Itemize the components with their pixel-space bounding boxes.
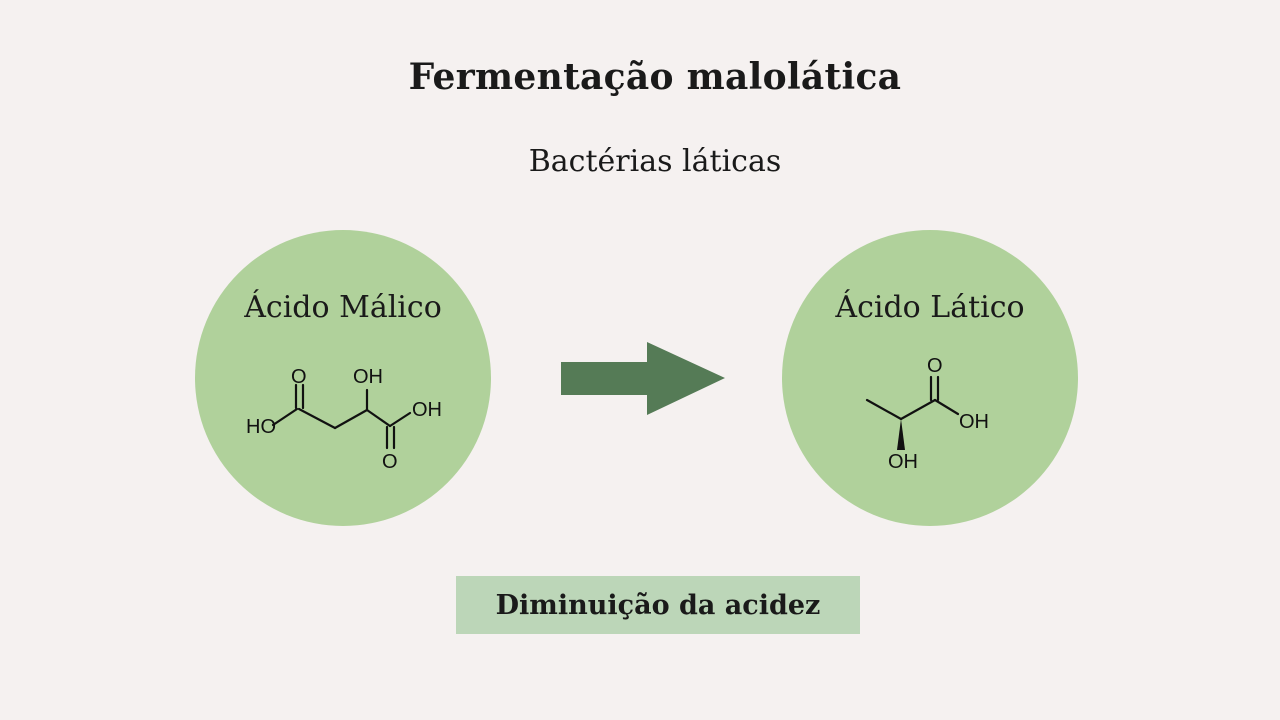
bond xyxy=(865,398,903,421)
lactic-acid-structure: O OH OH xyxy=(865,355,989,473)
bond xyxy=(297,407,337,430)
product-circle: Ácido Lático O OH OH xyxy=(782,230,1078,526)
bond xyxy=(899,398,937,421)
diagram-subtitle: Bactérias láticas xyxy=(528,144,782,179)
malic-acid-structure: O OH HO OH O xyxy=(246,366,442,473)
reactant-circle: Ácido Málico O OH HO OH O xyxy=(195,230,491,526)
atom-label: OH xyxy=(412,399,442,421)
atom-label: HO xyxy=(246,416,276,438)
right-arrow-icon xyxy=(561,342,725,415)
atom-label: O xyxy=(927,355,943,377)
diagram-title: Fermentação malolática xyxy=(408,56,902,98)
atom-label: OH xyxy=(888,451,918,473)
wedge-bond xyxy=(897,419,905,450)
bond xyxy=(365,408,392,428)
atom-label: O xyxy=(382,451,398,473)
atom-label: O xyxy=(291,366,307,388)
atom-label: OH xyxy=(353,366,383,388)
product-label: Ácido Lático xyxy=(835,290,1025,325)
result-box: Diminuição da acidez xyxy=(456,576,860,634)
bond xyxy=(933,398,960,416)
bond xyxy=(333,408,369,430)
atom-label: OH xyxy=(959,411,989,433)
bond xyxy=(388,411,412,428)
bond xyxy=(271,407,299,427)
reactant-label: Ácido Málico xyxy=(244,290,442,325)
